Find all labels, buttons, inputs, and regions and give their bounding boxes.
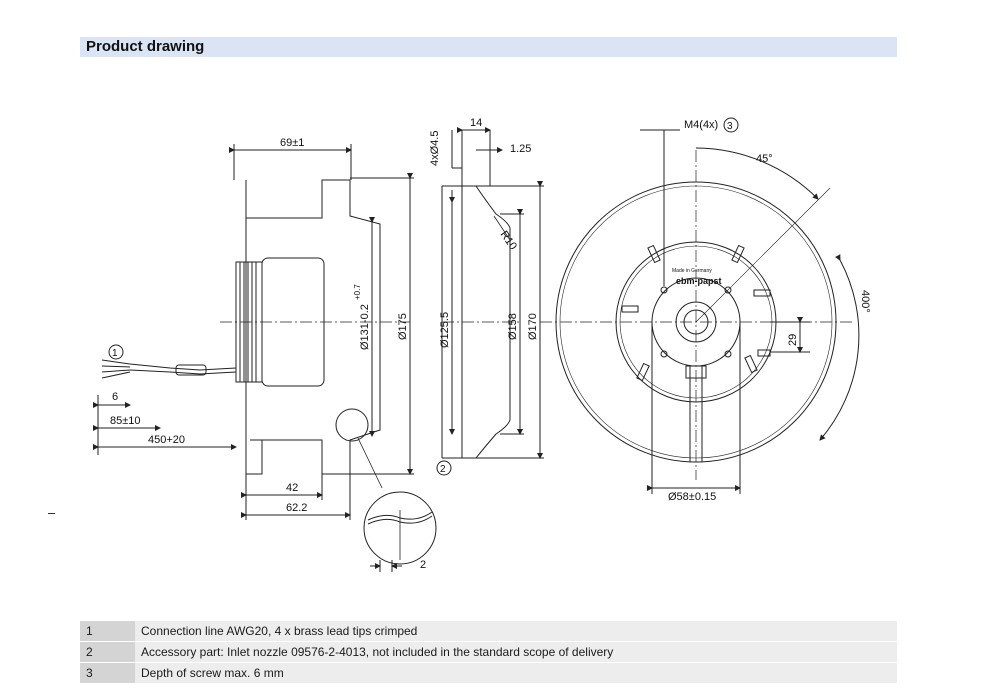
detail-view-labels: 2 2 <box>420 464 446 571</box>
side-view-labels: 69±1 Ø131-0.2 +0.7 Ø175 42 62.2 6 85±10 … <box>110 137 409 514</box>
note-number: 3 <box>80 662 135 684</box>
dim-85-label: 85±10 <box>110 415 141 427</box>
dim-62-label: 62.2 <box>286 502 307 514</box>
note-text: Accessory part: Inlet nozzle 09576-2-401… <box>135 641 897 663</box>
section-title: Product drawing <box>86 38 205 55</box>
dim-158-label: Ø158 <box>507 313 519 340</box>
dim-angle-label: 45° <box>756 153 773 165</box>
table-row: 2 Accessory part: Inlet nozzle 09576-2-4… <box>80 641 897 663</box>
dim-42-label: 42 <box>286 482 298 494</box>
dim-m4-label: M4(4x) <box>684 119 718 131</box>
notes-table: 1 Connection line AWG20, 4 x brass lead … <box>80 621 897 684</box>
side-view <box>93 144 414 520</box>
dim-r10-label: R10 <box>498 229 519 252</box>
brand-label: ebm-papst <box>676 276 722 286</box>
callout-1-label: 1 <box>112 348 118 359</box>
dim-131-tol-label: +0.7 <box>353 284 362 300</box>
dim-14-label: 14 <box>470 117 482 129</box>
dim-131-label: Ø131-0.2 <box>359 304 371 350</box>
dim-width-label: 69±1 <box>280 137 304 149</box>
nozzle-view-labels: 4xØ4.5 14 1.25 R10 Ø125.5 Ø158 Ø170 <box>429 117 539 348</box>
product-drawing: 69±1 Ø131-0.2 +0.7 Ø175 42 62.2 6 85±10 … <box>93 117 871 572</box>
dim-125-label: Ø125.5 <box>439 312 451 348</box>
note-text: Connection line AWG20, 4 x brass lead ti… <box>135 621 897 642</box>
table-row: 3 Depth of screw max. 6 mm <box>80 662 897 684</box>
dim-holes-label: 4xØ4.5 <box>429 131 441 166</box>
dim-450-label: 450+20 <box>148 434 185 446</box>
made-in-label: Made in Germany <box>672 268 712 274</box>
dim-400-label: 400° <box>859 290 871 313</box>
callout-2-label: 2 <box>440 464 446 475</box>
section-header-bar: Product drawing <box>80 37 897 57</box>
margin-dash <box>48 513 55 514</box>
nozzle-view <box>441 127 544 459</box>
dim-6-label: 6 <box>112 391 118 403</box>
dim-175-label: Ø175 <box>397 313 409 340</box>
dim-170-label: Ø170 <box>527 313 539 340</box>
dim-58-label: Ø58±0.15 <box>668 491 716 503</box>
front-view <box>540 117 860 494</box>
front-view-labels: M4(4x) 3 45° 400° 29 Ø58±0.15 Made in Ge… <box>668 119 871 503</box>
detail-view <box>363 460 452 572</box>
dim-29-label: 29 <box>787 334 799 346</box>
table-row: 1 Connection line AWG20, 4 x brass lead … <box>80 621 897 642</box>
detail-dim-2-label: 2 <box>420 559 426 571</box>
note-number: 1 <box>80 621 135 642</box>
note-number: 2 <box>80 641 135 663</box>
dim-1-25-label: 1.25 <box>510 143 531 155</box>
note-text: Depth of screw max. 6 mm <box>135 662 897 684</box>
callout-3-label: 3 <box>727 121 733 132</box>
